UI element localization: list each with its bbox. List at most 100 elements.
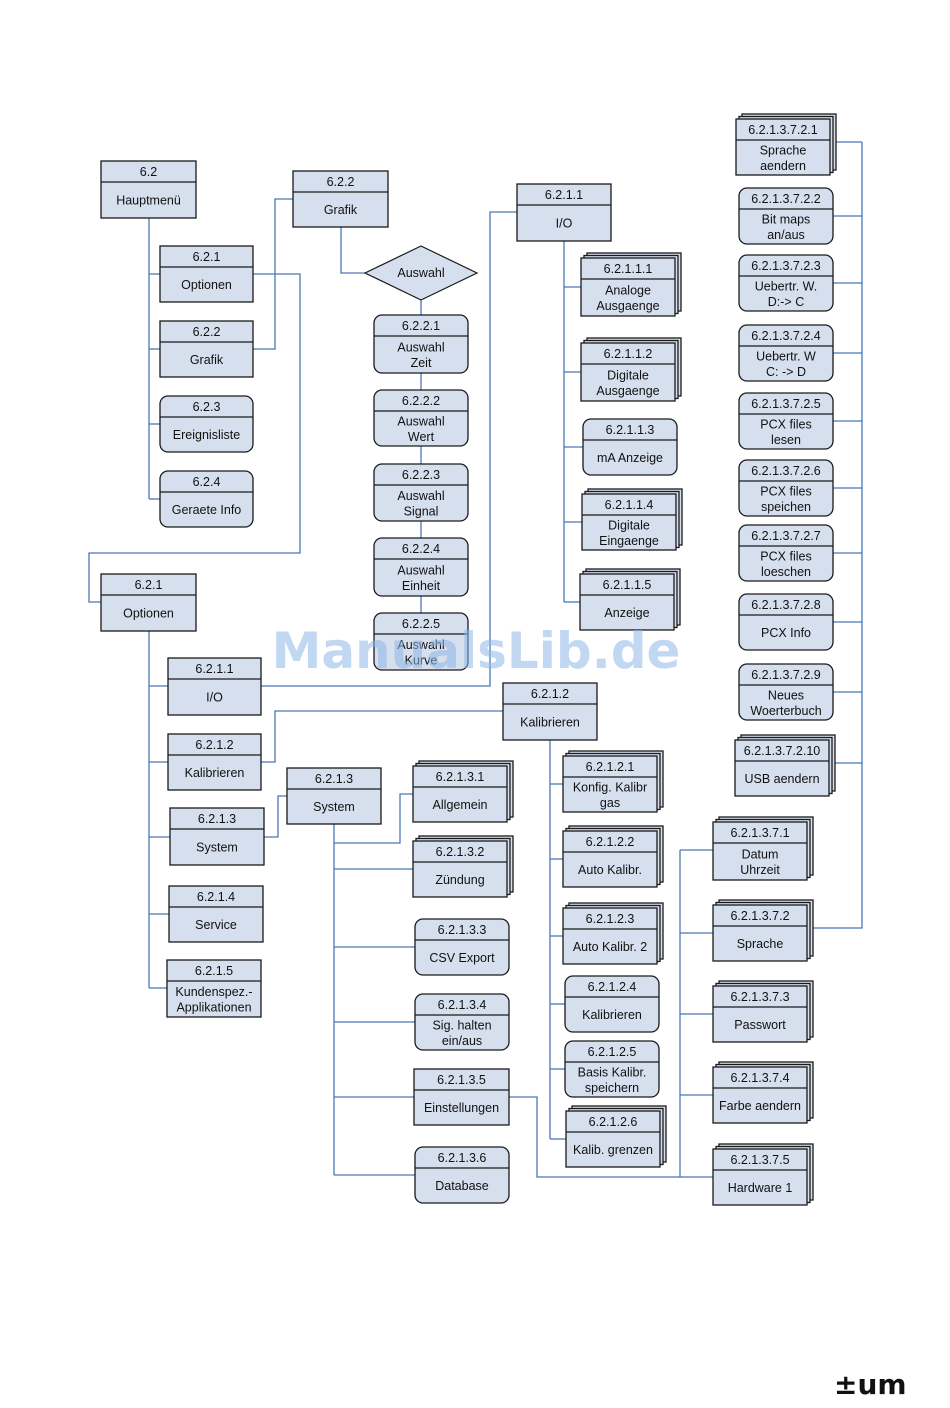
node-number: 6.2.1	[135, 578, 163, 592]
node-box	[159, 470, 254, 528]
node-number: 6.2.1.3	[315, 772, 353, 786]
node-number: 6.2.1.1.2	[604, 347, 653, 361]
node-number: 6.2.2.2	[402, 394, 440, 408]
node-label: Service	[195, 918, 237, 932]
node-label: Auswahl	[397, 340, 444, 354]
node-label: Optionen	[123, 607, 174, 621]
node-label: aendern	[760, 159, 806, 173]
node-number: 6.2.1.5	[195, 964, 233, 978]
node-number: 6.2.1.3.7.2.6	[751, 464, 821, 478]
node-label: Digitale	[608, 518, 650, 532]
node-label: an/aus	[767, 228, 805, 242]
node-label: Einheit	[402, 579, 441, 593]
node-number: 6.2.1.2.5	[588, 1045, 637, 1059]
node-box	[516, 183, 612, 242]
node-box	[582, 418, 678, 476]
node-label: Einstellungen	[424, 1101, 499, 1115]
node-label: Ausgaenge	[596, 384, 659, 398]
node-number: 6.2.1.2.3	[586, 912, 635, 926]
node-label: Kalibrieren	[185, 766, 245, 780]
node-label: Ereignisliste	[173, 428, 240, 442]
decision-node: Auswahl	[363, 245, 479, 301]
node-boxes: 6.2Hauptmenü6.2.1Optionen6.2.2Grafik6.2.…	[100, 113, 837, 1206]
node-box	[502, 682, 598, 741]
node-label: Konfig. Kalibr	[573, 780, 647, 794]
node-label: Basis Kalibr.	[578, 1065, 647, 1079]
node-label: Woerterbuch	[750, 704, 821, 718]
node-label: speichern	[585, 1081, 639, 1095]
node-box	[414, 993, 510, 1051]
node-box	[712, 1066, 808, 1124]
node-number: 6.2.1.3.7.2.9	[751, 668, 821, 682]
node-number: 6.2.1.2.4	[588, 980, 637, 994]
connector-line	[261, 211, 517, 687]
connector-line	[264, 795, 287, 838]
node-label: ein/aus	[442, 1034, 482, 1048]
node-box	[738, 254, 834, 312]
watermark-text: ManualsLib.de	[272, 622, 681, 680]
node-number: 6.2.1.2.1	[586, 760, 635, 774]
node-box	[159, 320, 254, 378]
node-label: mA Anzeige	[597, 451, 663, 465]
node-label: PCX files	[760, 484, 811, 498]
node-label: loeschen	[761, 565, 811, 579]
node-label: gas	[600, 796, 620, 810]
node-label: C: -> D	[766, 365, 806, 379]
node-box	[414, 918, 510, 976]
node-number: 6.2.1.1.3	[606, 423, 655, 437]
node-number: 6.2.1.1.5	[603, 578, 652, 592]
connector-line	[509, 1096, 680, 1178]
node-label: System	[196, 841, 238, 855]
node-label: Farbe aendern	[719, 1099, 801, 1113]
node-number: 6.2.1.3.7.1	[730, 826, 789, 840]
node-label: Neues	[768, 688, 804, 702]
node-box	[373, 463, 469, 522]
node-label: USB aendern	[744, 772, 819, 786]
node-label: Anzeige	[604, 606, 649, 620]
node-number: 6.2.1.4	[197, 890, 235, 904]
node-box	[100, 160, 197, 219]
node-number: 6.2.1.3.4	[438, 998, 487, 1012]
node-label: Uebertr. W.	[755, 279, 818, 293]
node-number: 6.2.1.3.7.2	[730, 909, 789, 923]
node-label: Signal	[404, 504, 439, 518]
node-label: Datum	[742, 847, 779, 861]
node-number: 6.2.3	[193, 400, 221, 414]
node-box	[734, 739, 830, 797]
node-number: 6.2.1.3	[198, 812, 236, 826]
node-label: Eingaenge	[599, 534, 659, 548]
node-label: Sprache	[737, 937, 784, 951]
node-number: 6.2.1.3.7.3	[730, 990, 789, 1004]
node-label: lesen	[771, 433, 801, 447]
node-label: Kalibrieren	[520, 716, 580, 730]
node-label: Auswahl	[397, 638, 444, 652]
node-label: PCX files	[760, 549, 811, 563]
node-number: 6.2.2	[193, 325, 221, 339]
node-number: 6.2.1.3.6	[438, 1151, 487, 1165]
node-number: 6.2.1.1.4	[605, 498, 654, 512]
node-box	[562, 907, 658, 965]
node-label: Auto Kalibr. 2	[573, 940, 647, 954]
node-box	[712, 985, 808, 1043]
node-box	[412, 765, 508, 823]
